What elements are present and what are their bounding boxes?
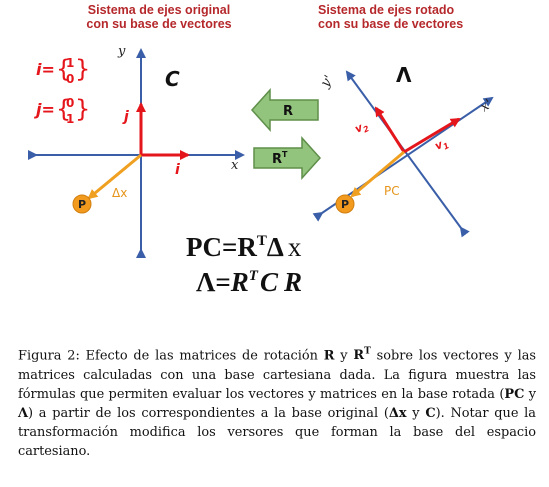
i-definition-brace-right: }: [75, 55, 90, 83]
j-definition-top: 0: [66, 96, 74, 110]
arrow-rt-r: R: [272, 152, 282, 167]
diagram-svg: y x i j Δx P C i= { 1 0 } j= { 0 1 } R: [28, 44, 496, 258]
j-definition-lhs: j=: [33, 100, 55, 119]
title-right-line2: con su base de vectores: [318, 17, 464, 31]
formula-pc-sup: T: [256, 233, 267, 249]
title-rotated-system: Sistema de ejes rotado con su base de ve…: [318, 3, 488, 31]
j-definition: j= { 0 1 }: [33, 95, 90, 126]
caption-part-6: y: [406, 405, 426, 421]
original-x-label: x: [231, 158, 239, 173]
caption-part-1: Figura 2: Efecto de las matrices de rota…: [18, 348, 324, 364]
caption-part-7: ). Notar que la transformación modifica …: [18, 405, 536, 460]
caption-bold-pc: PC: [504, 386, 525, 402]
i-definition: i= { 1 0 }: [36, 55, 90, 86]
i-definition-lhs: i=: [36, 60, 55, 79]
caption-bold-r: R: [323, 348, 335, 364]
arrow-r-left-label: R: [283, 104, 293, 119]
point-p-rotated: [335, 194, 355, 214]
vector-v2-sub: 2: [362, 124, 371, 135]
title-original-system: Sistema de ejes original con su base de …: [64, 3, 254, 31]
caption-part-4: y: [524, 386, 536, 402]
caption-part-3: sobre los vectores y las matrices calcul…: [18, 348, 537, 402]
point-p-rotated-label: P: [341, 198, 349, 211]
formula-lambda-c: C: [259, 267, 278, 297]
vector-v1-sub: 1: [442, 141, 451, 152]
title-left-line2: con su base de vectores: [86, 17, 232, 31]
vector-pc: [350, 150, 405, 198]
vector-i-label: i: [175, 162, 180, 178]
vector-dx: [87, 153, 142, 200]
caption-bold-rt-sup: T: [364, 347, 371, 357]
caption-bold-rt-r: R: [353, 348, 365, 364]
arrow-rt-sup: T: [282, 150, 288, 159]
arrow-rt-right-label: RT: [272, 150, 288, 167]
j-definition-brace-left: {: [56, 95, 71, 123]
vector-dx-label: Δx: [112, 186, 127, 200]
caption-part-2: y: [334, 348, 354, 364]
arrow-r-left: R: [250, 88, 319, 132]
j-definition-bottom: 1: [66, 112, 74, 126]
rotated-y-label: y': [317, 73, 336, 91]
formula-lambda-lhs: Λ=: [196, 267, 231, 297]
formula-lambda-r2: R: [283, 267, 302, 297]
vector-v1: [403, 117, 461, 154]
i-definition-bottom: 0: [66, 72, 74, 86]
formula-pc-lhs: PC=R: [186, 232, 257, 262]
title-left-line1: Sistema de ejes original: [87, 3, 231, 17]
i-definition-top: 1: [66, 56, 74, 70]
vector-v2-label: v2: [353, 118, 371, 137]
caption-bold-c: C: [425, 405, 436, 421]
i-definition-brace-left: {: [56, 55, 71, 83]
formula-pc-delta: Δ: [266, 232, 284, 262]
matrix-lambda-label: Λ: [396, 63, 412, 87]
vector-v1-label: v1: [433, 136, 451, 155]
vector-v2: [374, 106, 406, 153]
title-right-line1: Sistema de ejes rotado: [318, 3, 455, 17]
vector-j-label: j: [122, 109, 129, 125]
arrow-rt-right: RT: [253, 136, 322, 180]
caption-bold-dx: Δx: [388, 405, 407, 421]
figure-area: Sistema de ejes original con su base de …: [28, 3, 496, 298]
caption-bold-rt: RT: [353, 347, 371, 364]
figure-caption: Figura 2: Efecto de las matrices de rota…: [18, 343, 536, 462]
caption-part-5: ) a partir de los correspondientes a la …: [28, 405, 389, 421]
caption-bold-lambda: Λ: [18, 405, 29, 421]
formula-lambda-r: R: [230, 267, 249, 297]
formula-pc-x: x: [287, 232, 302, 262]
matrix-c-label: C: [165, 67, 180, 91]
original-y-label: y: [117, 44, 126, 59]
rotated-x-label: x': [478, 97, 496, 116]
vector-pc-label: PC: [384, 184, 400, 198]
formula-lambda-sup: T: [248, 268, 258, 284]
point-p-original-label: P: [78, 198, 86, 211]
j-definition-brace-right: }: [75, 95, 90, 123]
point-p-original: [72, 194, 92, 214]
